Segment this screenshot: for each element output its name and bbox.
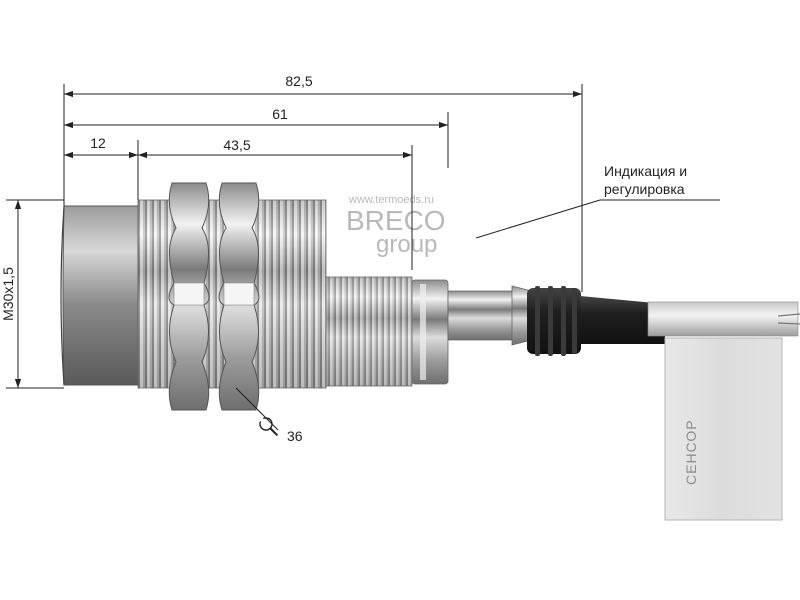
label-brand-text: СЕНСОР (683, 419, 699, 485)
cable (580, 296, 665, 344)
sensing-face-edge (60, 205, 65, 386)
end-cap (411, 279, 449, 385)
dim-label-overall: 82,5 (285, 73, 312, 89)
label-tag (664, 337, 783, 521)
watermark-brand-bottom: group (376, 231, 437, 258)
dim-label-thread: 43,5 (223, 137, 250, 153)
wrench-size-label: 36 (287, 428, 303, 444)
wrench-icon (258, 416, 279, 437)
watermark: www.termoeds.ru BRECO group (346, 194, 446, 258)
nut-rear (218, 182, 260, 411)
callout-line-1: Индикация и (604, 163, 687, 179)
dim-label-body: 61 (272, 106, 288, 122)
dim-label-diameter: M30x1,5 (0, 267, 16, 321)
cable-wires (647, 301, 799, 337)
nut-front (168, 182, 210, 411)
sensor-body: СЕНСОР (60, 182, 800, 521)
strain-relief (527, 288, 581, 354)
callout-line-2: регулировка (604, 181, 685, 197)
dim-label-face: 12 (90, 135, 106, 151)
cable-gland (447, 290, 517, 341)
sensing-face (62, 205, 139, 386)
callout-leader (475, 199, 601, 239)
wrench-leader (235, 387, 279, 431)
watermark-brand-top: BRECO (346, 205, 446, 236)
dimensions (6, 84, 720, 431)
